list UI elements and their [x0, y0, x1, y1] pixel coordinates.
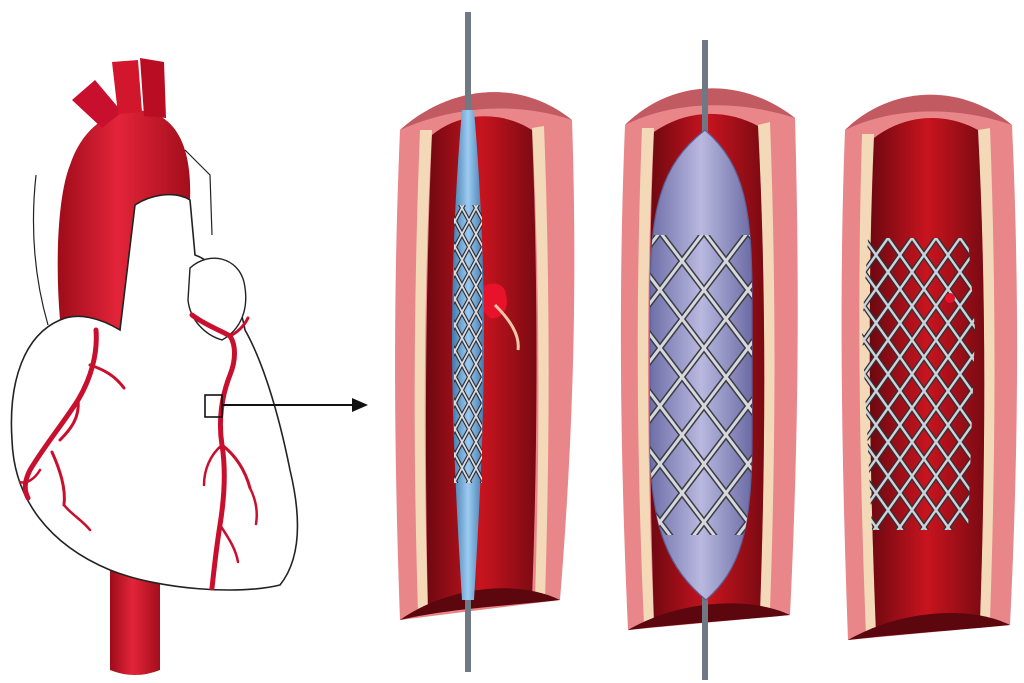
vessel-stage-2 — [620, 40, 798, 680]
crimped-stent — [454, 205, 482, 483]
vessel-3-top-rim — [845, 94, 1012, 130]
vessel-2-cream-layer-right — [758, 122, 775, 610]
magnify-arrow-head — [352, 398, 368, 412]
vessel-2-cream-layer-left — [637, 128, 654, 625]
vessel-1-top-rim — [400, 92, 572, 130]
heart-outline — [10, 193, 299, 591]
aortic-branch-right — [140, 58, 166, 118]
heart-diagram — [10, 58, 368, 675]
residual-lesion-spot — [945, 293, 955, 303]
deployed-stent — [862, 238, 975, 530]
left-anterior-descending-artery — [189, 312, 258, 591]
vessel-stage-1 — [395, 12, 575, 672]
vessel-1-cream-layer-left — [414, 130, 432, 612]
heart-fold-line-2 — [184, 149, 213, 236]
heart-fold-line — [32, 174, 49, 326]
vessel-stage-3 — [841, 94, 1018, 640]
vessel-3-bottom-opening — [848, 613, 1010, 640]
lesion-plaque — [493, 303, 520, 351]
vessel-1-bottom-opening — [400, 588, 560, 620]
right-coronary-artery — [18, 327, 126, 532]
vessel-2-top-rim — [625, 88, 795, 125]
descending-aorta — [110, 560, 160, 675]
aortic-branch-middle — [112, 60, 142, 114]
vessel-1-cream-layer-right — [532, 126, 549, 600]
aortic-branch-left — [72, 80, 122, 128]
vessel-3-cream-layer-right — [978, 128, 995, 620]
vessel-2-bottom-opening — [628, 603, 790, 630]
expanding-stent — [650, 235, 752, 535]
